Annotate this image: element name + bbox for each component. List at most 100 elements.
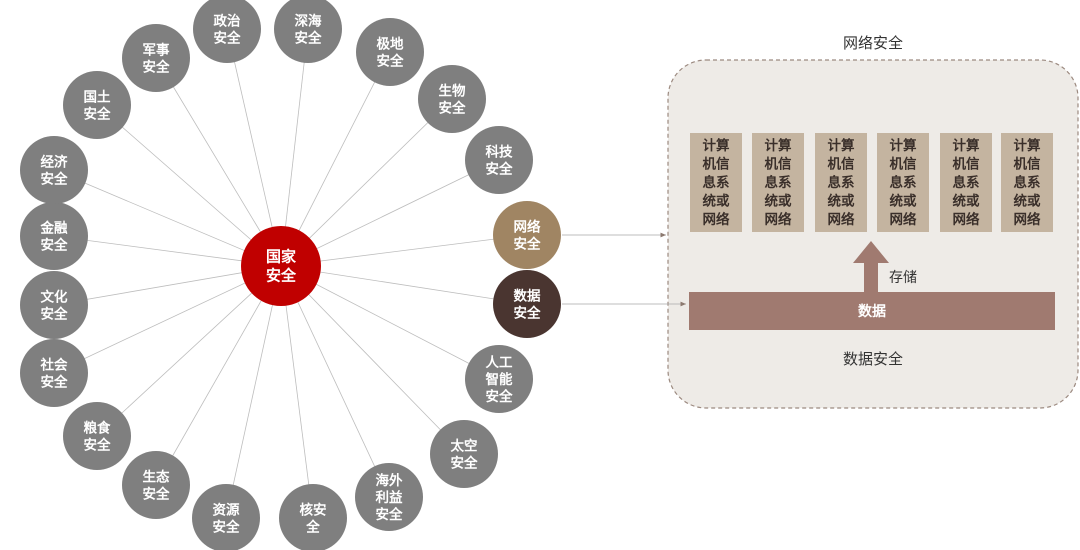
spokes bbox=[53, 28, 528, 519]
storage-arrow bbox=[853, 241, 889, 292]
security-panel: 网络安全 计算机信息系统或网络计算机信息系统或网络计算机信息系统或网络计算机信息… bbox=[667, 34, 1079, 409]
spoke-network bbox=[280, 234, 528, 267]
node-label: 安全 bbox=[41, 171, 68, 188]
storage-label: 存储 bbox=[889, 270, 917, 286]
node-circle bbox=[493, 201, 561, 269]
node-label: 安全 bbox=[514, 305, 542, 322]
system-label: 息系 bbox=[953, 174, 981, 191]
node-circle bbox=[192, 484, 260, 550]
node-circle bbox=[20, 339, 88, 407]
node-network: 网络安全 bbox=[493, 201, 561, 269]
node-label: 科技 bbox=[486, 144, 514, 161]
system-label: 统或 bbox=[828, 193, 856, 210]
node-circle bbox=[20, 271, 88, 339]
node-label: 安全 bbox=[214, 30, 241, 47]
node-circle bbox=[465, 126, 533, 194]
node-label: 文化 bbox=[41, 289, 68, 306]
system-label: 息系 bbox=[765, 174, 793, 191]
system-label: 机信 bbox=[765, 156, 793, 173]
node-circle bbox=[122, 451, 190, 519]
system-label: 机信 bbox=[828, 156, 856, 173]
node-circle bbox=[63, 402, 131, 470]
system-label: 计算 bbox=[765, 137, 793, 154]
node-label: 政治 bbox=[214, 13, 241, 30]
spoke-economy bbox=[53, 169, 282, 267]
system-label: 计算 bbox=[703, 137, 731, 154]
spoke-space bbox=[280, 265, 465, 455]
system-label: 计算 bbox=[890, 137, 918, 154]
node-label: 海外 bbox=[376, 472, 403, 489]
system-box-bg bbox=[815, 133, 867, 232]
node-circle bbox=[355, 463, 423, 531]
node-label: 安全 bbox=[486, 161, 514, 178]
node-data: 数据安全 bbox=[493, 270, 561, 338]
node-label: 网络 bbox=[514, 219, 542, 236]
node-label: 安全 bbox=[84, 437, 111, 454]
spoke-nuclear bbox=[280, 265, 314, 519]
node-circle bbox=[63, 71, 131, 139]
node-label: 安全 bbox=[41, 374, 68, 391]
spoke-tech bbox=[280, 159, 500, 267]
node-circle bbox=[274, 0, 342, 63]
node-circle bbox=[356, 18, 424, 86]
node-label: 安全 bbox=[143, 59, 170, 76]
security-nodes: 政治安全深海安全极地安全生物安全科技安全网络安全数据安全人工智能安全太空安全海外… bbox=[20, 0, 561, 550]
node-label: 经济 bbox=[41, 154, 68, 171]
system-box-bg bbox=[1001, 133, 1053, 232]
system-box-bg bbox=[752, 133, 804, 232]
node-label: 社会 bbox=[40, 357, 68, 374]
node-circle bbox=[20, 136, 88, 204]
node-label: 安全 bbox=[514, 236, 542, 253]
node-label: 安全 bbox=[451, 455, 478, 472]
system-label: 统或 bbox=[953, 193, 981, 210]
system-label: 网络 bbox=[703, 211, 731, 228]
system-label: 息系 bbox=[828, 174, 856, 191]
node-label: 太空 bbox=[451, 438, 478, 455]
system-boxes: 计算机信息系统或网络计算机信息系统或网络计算机信息系统或网络计算机信息系统或网络… bbox=[690, 133, 1053, 232]
node-label: 粮食 bbox=[84, 420, 111, 437]
spoke-data bbox=[280, 265, 528, 305]
system-label: 计算 bbox=[953, 137, 981, 154]
node-label: 安全 bbox=[213, 519, 240, 536]
network-security-label: 网络安全 bbox=[843, 34, 903, 52]
spoke-resource bbox=[225, 265, 282, 519]
node-label: 国土 bbox=[84, 89, 111, 106]
system-label: 网络 bbox=[953, 211, 981, 228]
node-label: 生态 bbox=[143, 469, 170, 486]
node-label: 人工 bbox=[486, 355, 514, 371]
node-label: 生物 bbox=[439, 83, 466, 100]
node-label: 安全 bbox=[376, 506, 403, 523]
system-label: 统或 bbox=[890, 193, 918, 210]
spoke-society bbox=[53, 265, 282, 374]
node-label: 利益 bbox=[376, 489, 403, 506]
spoke-ecology bbox=[155, 265, 282, 486]
spoke-ai bbox=[280, 265, 500, 380]
node-circle bbox=[193, 0, 261, 63]
node-circle bbox=[122, 24, 190, 92]
system-label: 息系 bbox=[703, 174, 731, 191]
node-label: 军事 bbox=[143, 42, 170, 59]
system-label: 机信 bbox=[953, 156, 981, 173]
system-label: 统或 bbox=[703, 193, 731, 210]
node-label: 智能 bbox=[486, 371, 514, 388]
node-label: 安全 bbox=[377, 53, 404, 70]
node-circle bbox=[20, 202, 88, 270]
node-label: 安全 bbox=[41, 306, 68, 323]
node-label: 安全 bbox=[143, 486, 170, 503]
system-label: 统或 bbox=[765, 193, 793, 210]
system-label: 机信 bbox=[703, 156, 731, 173]
